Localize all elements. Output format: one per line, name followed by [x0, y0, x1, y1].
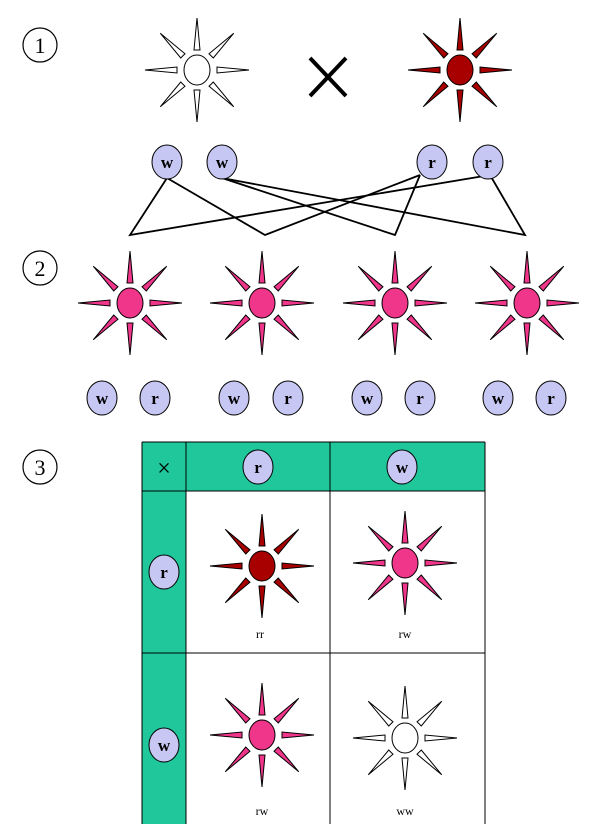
allele-label: w: [216, 153, 229, 172]
offspring-flower-icon-1: [77, 250, 183, 356]
allele-label: w: [161, 153, 174, 172]
red-flower-icon-rr: [209, 513, 315, 619]
white-flower-icon-ww: [352, 685, 458, 791]
parent-allele-w-1: w: [151, 144, 183, 180]
punnett-row-header-2: w: [148, 727, 180, 763]
parent-allele-w-2: w: [206, 144, 238, 180]
offspring-alleles-4: w r: [482, 380, 567, 416]
punnett-col-header-1: r: [242, 449, 274, 485]
offspring-alleles-3: w r: [351, 380, 436, 416]
parent-allele-r-1: r: [416, 144, 448, 180]
punnett-col-header-2: w: [386, 449, 418, 485]
allele-label: r: [428, 153, 436, 172]
inheritance-lines: [128, 174, 527, 237]
step-3-marker: 3: [22, 449, 58, 485]
allele-label: w: [396, 458, 409, 477]
offspring-alleles-2: w r: [218, 380, 304, 416]
offspring-flower-icon-2: [209, 250, 315, 356]
step-1-marker: 1: [22, 27, 58, 63]
allele-label: r: [160, 563, 168, 582]
offspring-flower-icon-3: [342, 250, 448, 356]
allele-label: r: [284, 389, 292, 408]
white-flower-icon: [144, 17, 250, 123]
offspring-flower-icon-4: [474, 250, 580, 356]
cross-icon: [308, 56, 348, 98]
punnett-header-column: [142, 442, 186, 824]
step-2-marker: 2: [22, 250, 58, 286]
step-1-label: 1: [35, 33, 46, 58]
genotype-label-rr: rr: [256, 627, 264, 641]
step-3-label: 3: [35, 455, 46, 480]
allele-label: r: [547, 389, 555, 408]
genotype-label-rw-bottom: rw: [256, 804, 269, 818]
punnett-corner-label: ×: [157, 456, 171, 482]
parent-allele-r-2: r: [472, 144, 504, 180]
allele-label: r: [254, 458, 262, 477]
punnett-row-header-1: r: [148, 554, 180, 590]
allele-label: w: [228, 389, 241, 408]
allele-label: r: [484, 153, 492, 172]
allele-label: w: [492, 389, 505, 408]
allele-label: r: [151, 389, 159, 408]
allele-label: w: [158, 736, 171, 755]
pink-flower-icon-rw-bottom: [209, 682, 315, 788]
punnett-square: × r w r w rr rw: [141, 441, 486, 824]
offspring-alleles-1: w r: [86, 380, 171, 416]
genotype-label-rw-top: rw: [399, 627, 412, 641]
step-2-label: 2: [35, 256, 46, 281]
allele-label: r: [416, 389, 424, 408]
red-flower-icon: [407, 17, 513, 123]
pink-flower-icon-rw-top: [352, 510, 458, 616]
genotype-label-ww: ww: [396, 804, 414, 818]
allele-label: w: [361, 389, 374, 408]
punnett-header-row: [142, 442, 485, 491]
allele-label: w: [96, 389, 109, 408]
